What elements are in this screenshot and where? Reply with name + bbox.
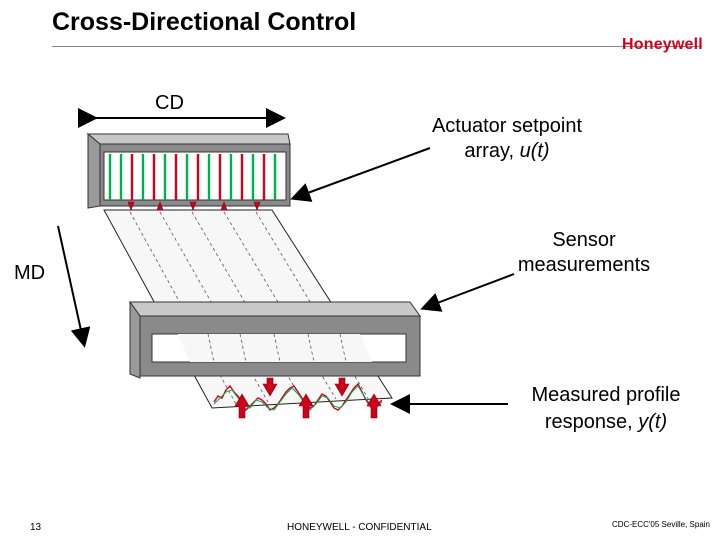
honeywell-logo: Honeywell: [622, 36, 703, 53]
title-divider: [52, 46, 702, 47]
slide-title: Cross-Directional Control: [52, 8, 357, 36]
sensor-label: Sensor measurements: [494, 228, 674, 278]
profile-arrow-up-2: [298, 393, 314, 419]
profile-arrow-down-2: [334, 377, 350, 397]
profile-variable: y(t): [638, 411, 668, 433]
confidential-notice: HONEYWELL - CONFIDENTIAL: [287, 522, 432, 533]
sensor-pointer-arrow: [420, 273, 515, 312]
profile-label-line1: Measured profile: [531, 384, 681, 406]
sensor-label-line2: measurements: [517, 254, 651, 276]
cd-label: CD: [155, 92, 184, 114]
actuator-label: Actuator setpoint array, u(t): [410, 114, 604, 164]
actuator-arrows: [127, 201, 261, 211]
actuator-pointer-arrow: [290, 147, 431, 202]
actuator-beam: [86, 132, 291, 209]
actuator-label-line1: Actuator setpoint: [431, 115, 583, 137]
profile-arrow-up-1: [234, 393, 250, 419]
md-label: MD: [14, 262, 46, 284]
actuator-setpoint-array: [108, 154, 277, 200]
event-footer: CDC-ECC'05 Seville, Spain: [612, 520, 711, 529]
profile-arrow-down-1: [262, 377, 278, 397]
profile-arrow-up-3: [366, 393, 382, 419]
actuator-label-prefix: array,: [464, 140, 520, 162]
profile-label-prefix: response,: [544, 411, 639, 433]
actuator-variable: u(t): [519, 140, 550, 162]
page-number: 13: [30, 522, 42, 533]
md-arrow: [57, 225, 91, 348]
profile-label: Measured profile response, y(t): [502, 382, 710, 436]
profile-label-line2: response, y(t): [502, 409, 710, 436]
sensor-label-line1: Sensor: [552, 229, 616, 251]
actuator-label-line2: array, u(t): [410, 139, 604, 164]
profile-arrows: [234, 377, 382, 419]
